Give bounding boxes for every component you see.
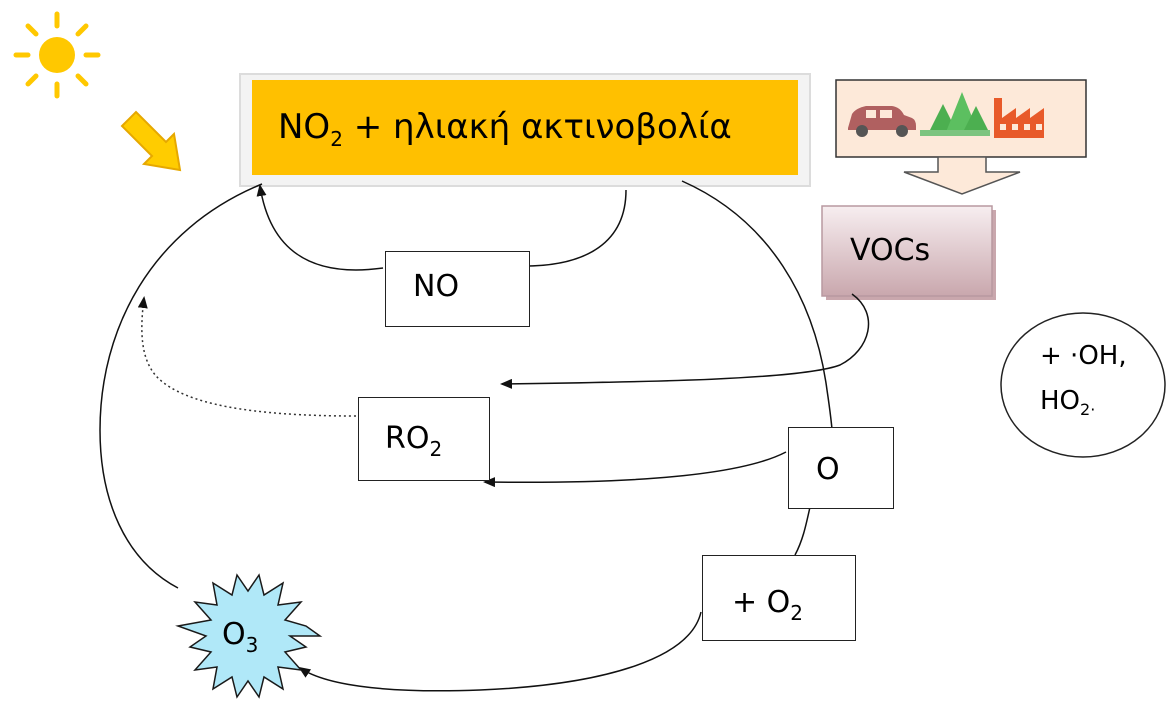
title-box: [252, 80, 798, 175]
ozone-main: O: [222, 617, 246, 652]
title-main: NO: [278, 107, 331, 147]
ozone-label: O3: [222, 617, 258, 656]
no-label: NO: [413, 269, 460, 304]
o-box: [788, 427, 894, 509]
cycle-left-arc: [99, 183, 263, 589]
o2-to-o3-arrow: [298, 611, 702, 692]
ro2-box: [358, 397, 490, 481]
o-to-o2-line: [794, 506, 811, 556]
title-subscript: 2: [330, 127, 343, 151]
vocs-to-ro2-arrow: [500, 293, 870, 389]
ro2-main: RO: [385, 421, 430, 456]
no2-to-no-arrow: [514, 189, 627, 272]
plus-o2-main: + O: [732, 585, 791, 620]
no-box: [385, 251, 530, 327]
no-to-no2-arrow: [256, 184, 384, 271]
plus-o2-box: [702, 555, 856, 641]
ro2-subscript: 2: [429, 437, 443, 461]
factory-icon: [994, 98, 1044, 138]
car-icon: [848, 106, 916, 137]
ozone-starburst: [175, 573, 323, 699]
o-to-ro2-arrow: [483, 451, 787, 488]
radicals-line2: HO2·: [1040, 386, 1095, 418]
ozone-subscript: 3: [245, 633, 259, 657]
vocs-box: [821, 205, 993, 297]
radicals-line2-dot: ·: [1090, 400, 1096, 419]
title-text: NO2 + ηλιακή ακτινοβολία: [278, 107, 732, 149]
radicals-line2-subscript: 2: [1080, 400, 1091, 419]
ro2-label: RO2: [385, 421, 442, 460]
sunlight-arrow-icon: [120, 110, 182, 172]
down-arrow-icon: [903, 156, 1021, 195]
radicals-ellipse: [1000, 312, 1166, 458]
radicals-line1: + ·OH,: [1040, 341, 1127, 371]
vocs-label: VOCs: [850, 233, 931, 268]
title-rest: + ηλιακή ακτινοβολία: [342, 107, 732, 147]
ro2-to-no2-dotted-arrow: [137, 296, 357, 417]
radicals-line2-main: HO: [1040, 386, 1081, 416]
trees-icon: [920, 92, 990, 136]
plus-o2-label: + O2: [732, 585, 803, 624]
o-label: O: [816, 452, 840, 487]
sun-icon: [13, 11, 101, 99]
plus-o2-subscript: 2: [790, 601, 804, 625]
